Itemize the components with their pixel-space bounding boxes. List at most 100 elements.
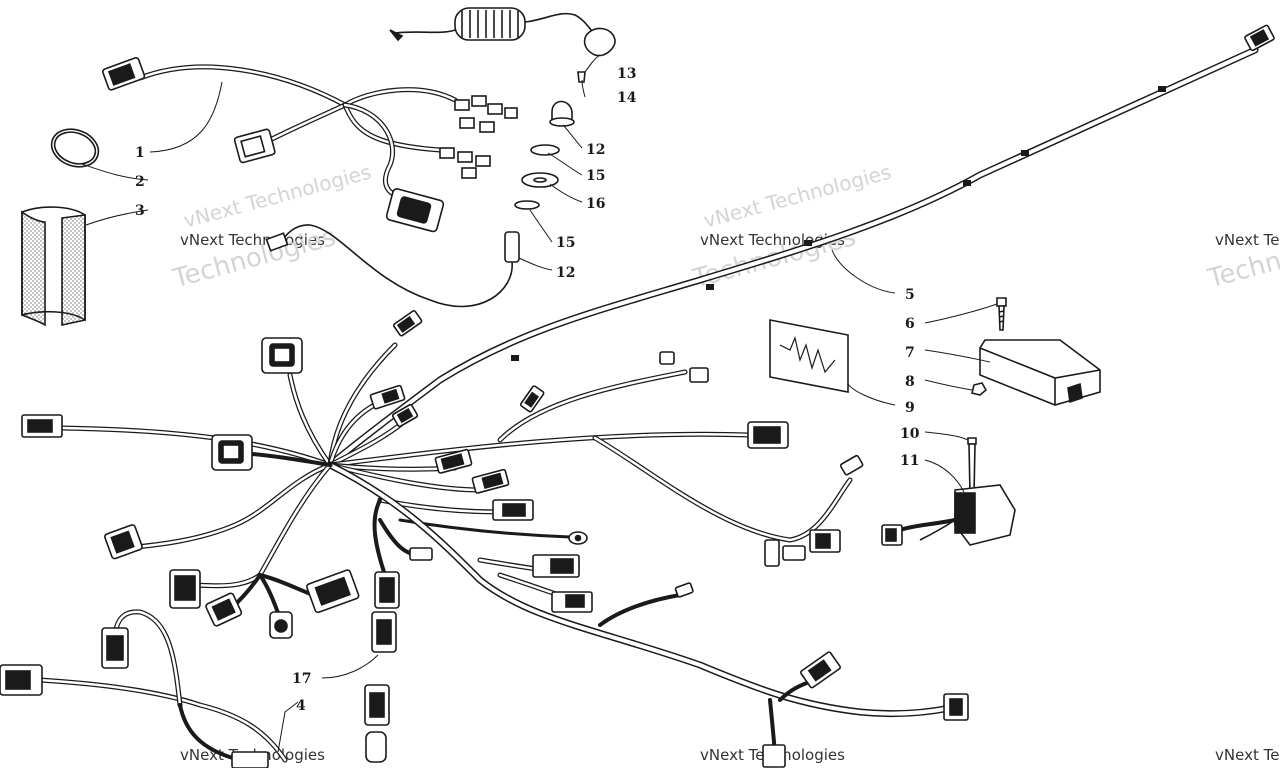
connector-lowleft bbox=[169, 569, 201, 609]
watermark: vNext Technologies bbox=[1215, 746, 1280, 764]
connector-lowleft bbox=[104, 524, 143, 560]
callout-6: 6 bbox=[905, 316, 915, 332]
connector-small bbox=[409, 547, 433, 561]
connector bbox=[102, 57, 146, 91]
wire-lowleft-2-inner bbox=[188, 463, 332, 588]
washer bbox=[530, 144, 560, 156]
tether-switch-assembly bbox=[265, 7, 616, 308]
callout-8: 8 bbox=[905, 374, 915, 390]
callout-3: 3 bbox=[135, 203, 145, 219]
clip bbox=[963, 180, 971, 186]
part-2-clip bbox=[50, 128, 100, 168]
wire-lowleft-1-inner bbox=[123, 463, 332, 550]
wire-inner bbox=[138, 65, 347, 107]
connector-17-body bbox=[371, 611, 397, 653]
connector bbox=[265, 232, 289, 252]
ring-terminal bbox=[568, 531, 588, 545]
wire-bottom-loop-inner bbox=[38, 678, 287, 762]
connector-bottom-left bbox=[0, 664, 43, 696]
connector-pair bbox=[439, 95, 518, 179]
connector-small bbox=[519, 385, 545, 413]
callout-9: 9 bbox=[905, 400, 915, 416]
connector bbox=[233, 128, 276, 164]
connector-17-lower bbox=[364, 684, 390, 726]
sleeve-front bbox=[21, 210, 46, 327]
connector-right-terminals bbox=[764, 539, 806, 567]
connector-17-end bbox=[365, 731, 387, 763]
callout-1: 1 bbox=[135, 145, 145, 161]
sleeve-edge bbox=[61, 214, 86, 326]
coiled-cord bbox=[389, 7, 601, 42]
wire-upper-right-branch-inner bbox=[498, 370, 687, 442]
wire-17 bbox=[372, 498, 387, 577]
connector-right-small bbox=[839, 454, 864, 476]
callout-14: 14 bbox=[617, 90, 637, 106]
watermark-line-ghost: vNext Technologies bbox=[701, 160, 894, 233]
regulator-connector bbox=[881, 524, 903, 546]
clip bbox=[511, 355, 519, 361]
callout-2: 2 bbox=[135, 174, 145, 190]
bolt-10 bbox=[967, 437, 977, 496]
connector-lower-right bbox=[799, 651, 841, 689]
wire-lower-main-inner bbox=[328, 463, 952, 716]
connector-bottom-up bbox=[101, 627, 129, 669]
connector-lowleft bbox=[306, 569, 360, 614]
connector-lowleft bbox=[269, 611, 293, 639]
cap bbox=[583, 27, 616, 57]
wire-loop-right-inner bbox=[593, 436, 852, 542]
callout-15-upper: 15 bbox=[586, 168, 605, 184]
callout-10: 10 bbox=[900, 426, 920, 442]
wire-up-coupler bbox=[287, 372, 333, 468]
screw-6 bbox=[996, 297, 1007, 331]
connector-small bbox=[674, 582, 694, 598]
wire-bottom-down bbox=[178, 703, 242, 762]
connector-17-top bbox=[374, 571, 400, 609]
watermark: vNext Technologies Technologies bbox=[1204, 222, 1280, 294]
connector-sensor bbox=[551, 591, 593, 613]
callout-12-lower: 12 bbox=[556, 265, 575, 281]
switch-body bbox=[504, 231, 520, 263]
callout-15-lower: 15 bbox=[556, 235, 575, 251]
wire-right-block bbox=[327, 431, 753, 468]
watermark-line-1: vNext Technologies bbox=[1215, 231, 1280, 249]
screw bbox=[577, 71, 586, 83]
callout-11: 11 bbox=[900, 453, 919, 469]
watermark: vNext Technologies vNext Technologies Te… bbox=[169, 160, 374, 295]
wire-trunk-inner bbox=[328, 48, 1257, 467]
part-1-harness bbox=[137, 64, 458, 198]
connector-right-block bbox=[809, 529, 841, 553]
connector-sensor bbox=[532, 554, 580, 578]
connector-far-left bbox=[21, 414, 63, 438]
callout-13: 13 bbox=[617, 66, 636, 82]
wire-branch-c-inner bbox=[328, 423, 402, 467]
connector-small bbox=[391, 403, 419, 428]
callout-labels: 1 2 3 4 5 6 7 8 9 10 11 12 12 13 14 15 1… bbox=[135, 66, 920, 714]
connector-bottom bbox=[762, 744, 786, 768]
clip bbox=[706, 284, 714, 290]
wire bbox=[137, 64, 348, 108]
part-1-connectors bbox=[102, 57, 518, 233]
regulator-assembly bbox=[881, 437, 1016, 546]
connector-mid bbox=[434, 448, 473, 474]
clip bbox=[804, 240, 812, 246]
watermark-line-1: vNext Technologies bbox=[180, 231, 325, 249]
wire-lower-main bbox=[326, 461, 954, 718]
clip bbox=[1021, 150, 1029, 156]
trunk-clips bbox=[511, 86, 1166, 361]
nut-8 bbox=[971, 382, 988, 396]
wire-inner bbox=[343, 88, 457, 107]
callout-5: 5 bbox=[905, 287, 915, 303]
washer bbox=[521, 172, 559, 188]
callout-4: 4 bbox=[296, 698, 306, 714]
watermark-line-ghost: vNext Technologies bbox=[181, 160, 374, 233]
connector-block-right bbox=[747, 421, 789, 449]
wire-mid-2-inner bbox=[328, 463, 482, 492]
callout-16: 16 bbox=[586, 196, 605, 212]
wire-up-coupler-inner bbox=[288, 373, 332, 467]
washer bbox=[514, 200, 540, 210]
callout-17: 17 bbox=[292, 671, 311, 687]
connector-lowleft bbox=[205, 592, 243, 627]
wire-right-block-inner bbox=[328, 432, 752, 467]
